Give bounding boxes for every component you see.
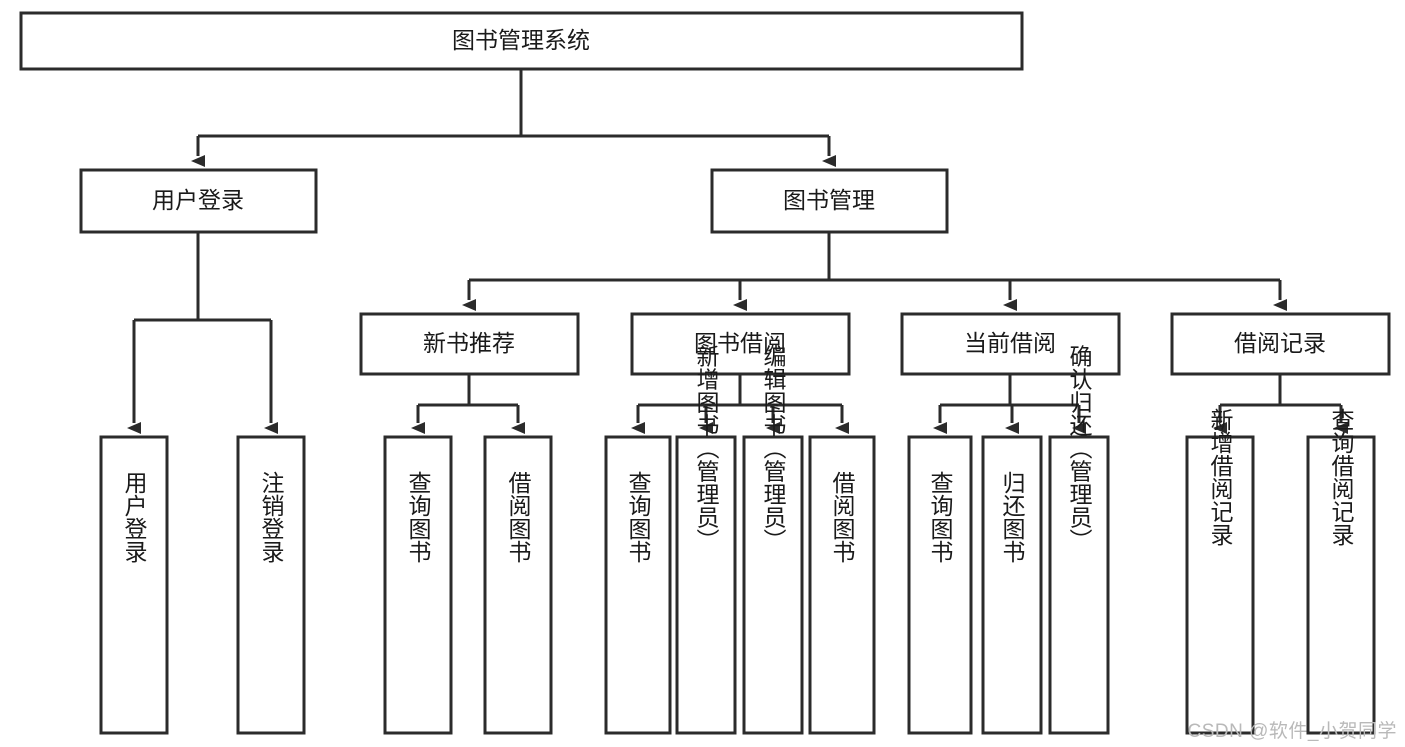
node-new-book-recommend[interactable]: 新书推荐 (359, 312, 580, 376)
node-borrow-record[interactable]: 借阅记录 (1170, 312, 1391, 376)
leaf-edit-book-admin-box[interactable] (742, 435, 804, 735)
leaf-query-borrow-record[interactable]: 查询借阅记录 (1306, 408, 1376, 735)
connector-layer (127, 69, 1348, 434)
leaf-query-book-nbr[interactable]: 查询图书 (383, 435, 453, 735)
node-root-label: 图书管理系统 (452, 27, 590, 53)
node-book-borrow-box[interactable] (630, 312, 851, 376)
leaf-add-book-admin[interactable]: 新增图书（管理员） (675, 345, 737, 735)
leaf-query-book-nbr-label: 查询图书 (405, 471, 432, 563)
leaf-query-book-cb[interactable]: 查询图书 (907, 435, 973, 735)
leaf-query-book-nbr-box[interactable] (383, 435, 453, 735)
leaf-user-login-label: 用户登录 (121, 471, 148, 563)
leaf-add-borrow-record-box[interactable] (1185, 435, 1255, 735)
leaf-confirm-return-admin[interactable]: 确认归还（管理员） (1048, 345, 1110, 735)
node-current-borrow[interactable]: 当前借阅 (900, 312, 1121, 376)
leaf-edit-book-admin[interactable]: 编辑图书（管理员） (742, 345, 804, 735)
leaf-query-book-bb-label: 查询图书 (625, 471, 652, 563)
node-current-borrow-box[interactable] (900, 312, 1121, 376)
leaf-logout[interactable]: 注销登录 (236, 435, 306, 735)
leaf-query-borrow-record-label: 查询借阅记录 (1328, 408, 1355, 546)
leaf-query-book-bb[interactable]: 查询图书 (604, 435, 672, 735)
leaf-user-login-box[interactable] (99, 435, 169, 735)
node-book-manage-box[interactable] (710, 168, 949, 234)
leaf-add-book-admin-label: 新增图书（管理员） (693, 345, 720, 552)
node-new-book-recommend-box[interactable] (359, 312, 580, 376)
leaf-query-borrow-record-box[interactable] (1306, 435, 1376, 735)
node-book-manage[interactable]: 图书管理 (710, 168, 949, 234)
node-user-login-label: 用户登录 (152, 187, 244, 213)
leaf-user-login[interactable]: 用户登录 (99, 435, 169, 735)
leaf-query-book-bb-box[interactable] (604, 435, 672, 735)
node-user-login[interactable]: 用户登录 (79, 168, 318, 234)
leaf-logout-label: 注销登录 (258, 471, 285, 563)
leaf-add-borrow-record-label: 新增借阅记录 (1207, 408, 1234, 546)
leaf-borrow-book-bb[interactable]: 借阅图书 (808, 435, 876, 735)
leaf-return-book[interactable]: 归还图书 (981, 435, 1043, 735)
leaf-confirm-return-admin-label: 确认归还（管理员） (1066, 345, 1093, 552)
node-borrow-record-label: 借阅记录 (1234, 330, 1326, 356)
node-book-borrow-label: 图书借阅 (694, 330, 786, 356)
leaf-borrow-book-nbr-label: 借阅图书 (505, 471, 532, 563)
node-book-manage-label: 图书管理 (783, 187, 875, 213)
leaf-query-book-cb-label: 查询图书 (927, 471, 954, 563)
leaf-query-book-cb-box[interactable] (907, 435, 973, 735)
leaf-borrow-book-nbr[interactable]: 借阅图书 (483, 435, 553, 735)
leaf-add-book-admin-box[interactable] (675, 435, 737, 735)
leaf-confirm-return-admin-box[interactable] (1048, 435, 1110, 735)
leaf-edit-book-admin-label: 编辑图书（管理员） (760, 345, 787, 552)
leaf-borrow-book-bb-box[interactable] (808, 435, 876, 735)
leaf-borrow-book-nbr-box[interactable] (483, 435, 553, 735)
node-new-book-recommend-label: 新书推荐 (423, 330, 515, 356)
leaf-borrow-book-bb-label: 借阅图书 (829, 471, 856, 563)
leaf-add-borrow-record[interactable]: 新增借阅记录 (1185, 408, 1255, 735)
node-root-box[interactable] (19, 11, 1024, 71)
node-book-borrow[interactable]: 图书借阅 (630, 312, 851, 376)
leaf-return-book-box[interactable] (981, 435, 1043, 735)
node-root[interactable]: 图书管理系统 (19, 11, 1024, 71)
node-user-login-box[interactable] (79, 168, 318, 234)
node-current-borrow-label: 当前借阅 (964, 330, 1056, 356)
leaf-logout-box[interactable] (236, 435, 306, 735)
csdn-watermark: CSDN @软件_小贺同学 (1187, 721, 1397, 742)
node-borrow-record-box[interactable] (1170, 312, 1391, 376)
leaf-return-book-label: 归还图书 (999, 471, 1026, 563)
